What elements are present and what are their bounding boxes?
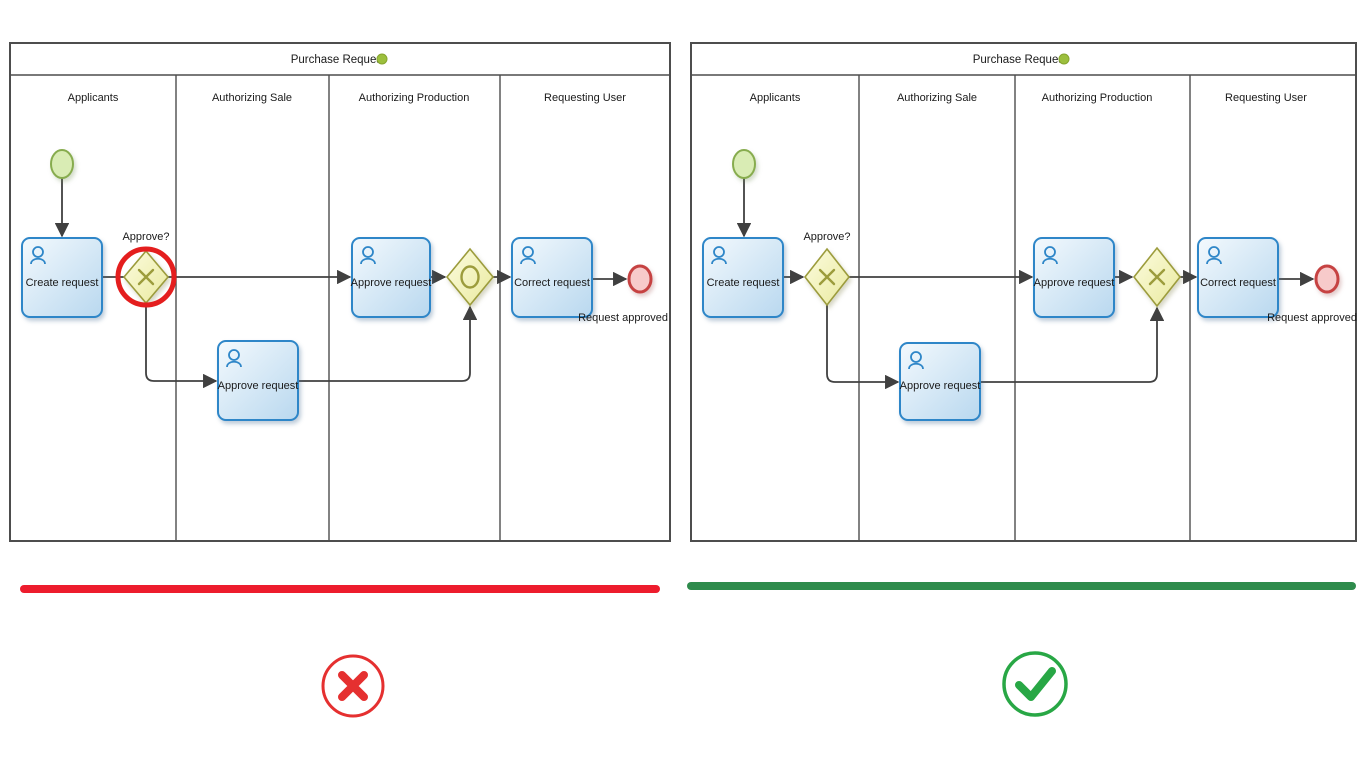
lane-label: Authorizing Sale — [212, 92, 292, 104]
error-highlight-circle — [115, 246, 177, 308]
user-task-icon — [908, 351, 924, 370]
lane-label: Requesting User — [544, 92, 626, 104]
status-dot-icon — [376, 53, 388, 65]
start-event — [732, 149, 756, 179]
end-event — [1314, 264, 1340, 294]
end-event — [627, 264, 653, 294]
task-label: Approve request — [351, 277, 432, 289]
gateway-label: Approve? — [803, 231, 850, 243]
lane-label: Authorizing Production — [1042, 92, 1153, 104]
sequence-flow — [826, 305, 900, 390]
task-label: Create request — [707, 277, 780, 289]
task-label: Correct request — [514, 277, 590, 289]
lane-label: Authorizing Production — [359, 92, 470, 104]
gateway-exclusive-split — [122, 249, 170, 305]
check-circle-icon — [1002, 651, 1068, 717]
pool-title: Purchase Request — [291, 54, 386, 66]
task-label: Correct request — [1200, 277, 1276, 289]
user-task-icon — [1206, 246, 1222, 265]
x-gateway-icon — [137, 268, 155, 286]
lane-label: Applicants — [750, 92, 801, 104]
x-gateway-icon — [1148, 268, 1166, 286]
end-event-label: Request approved — [1267, 312, 1357, 324]
user-task-icon — [1042, 246, 1058, 265]
gateway-exclusive-merge — [1132, 246, 1182, 308]
task-approve-request-sale: Approve request — [899, 342, 981, 421]
task-correct-request: Correct request — [511, 237, 593, 318]
cross-circle-icon — [321, 654, 385, 718]
o-gateway-icon — [460, 265, 480, 289]
lane-label: Requesting User — [1225, 92, 1307, 104]
gateway-exclusive-split — [803, 247, 851, 307]
gateway-label: Approve? — [122, 231, 169, 243]
user-task-icon — [520, 246, 536, 265]
task-create-request: Create request — [702, 237, 784, 318]
task-label: Approve request — [1034, 277, 1115, 289]
user-task-icon — [711, 246, 727, 265]
pool-title: Purchase Request — [973, 54, 1068, 66]
end-event-label: Request approved — [578, 312, 668, 324]
task-create-request: Create request — [21, 237, 103, 318]
task-approve-request-production: Approve request — [1033, 237, 1115, 318]
status-dot-icon — [1058, 53, 1070, 65]
bpmn-diagram-correct: Purchase Request Applicants Authorizing … — [690, 42, 1357, 542]
x-gateway-icon — [818, 268, 836, 286]
lane-label: Authorizing Sale — [897, 92, 977, 104]
sequence-flow — [145, 303, 218, 389]
user-task-icon — [30, 246, 46, 265]
task-approve-request-production: Approve request — [351, 237, 432, 318]
bpmn-diagram-wrong: Purchase Request Applicants Authorizing … — [9, 42, 671, 542]
sequence-flow — [298, 305, 478, 382]
task-correct-request: Correct request — [1197, 237, 1279, 318]
task-label: Approve request — [900, 380, 981, 392]
sequence-flow — [980, 306, 1165, 383]
user-task-icon — [226, 349, 242, 368]
lane-label: Applicants — [68, 92, 119, 104]
gateway-inclusive-merge — [445, 247, 495, 307]
start-event — [50, 149, 74, 179]
user-task-icon — [360, 246, 376, 265]
task-label: Create request — [26, 277, 99, 289]
task-label: Approve request — [218, 380, 299, 392]
task-approve-request-sale: Approve request — [217, 340, 299, 421]
